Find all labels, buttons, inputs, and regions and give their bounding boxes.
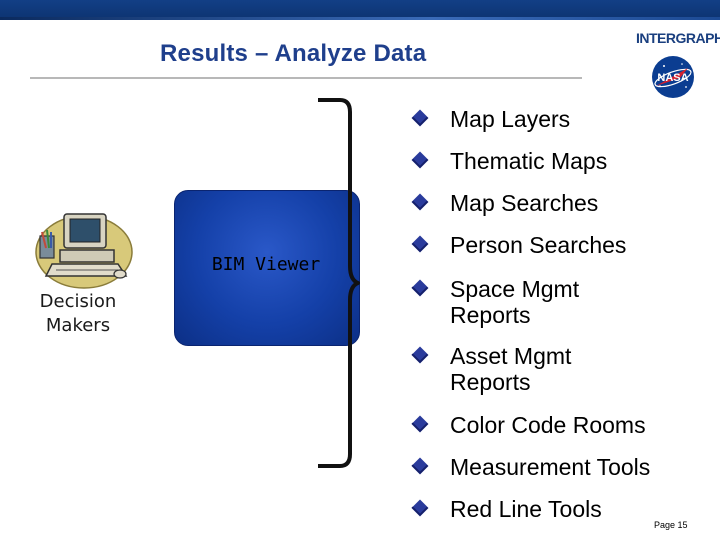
diamond-bullet-icon — [411, 457, 429, 475]
diamond-bullet-icon — [411, 279, 429, 297]
intergraph-logo: INTERGRAPH — [636, 30, 720, 46]
diamond-bullet-icon — [411, 415, 429, 433]
decision-makers-label: Decision Makers — [39, 291, 117, 336]
bim-viewer-label: BIM Viewer — [211, 254, 321, 275]
top-bar — [0, 0, 720, 20]
slide-title: Results – Analyze Data — [160, 40, 427, 67]
diamond-bullet-icon — [411, 193, 429, 211]
nasa-logo-icon: NASA — [652, 56, 694, 98]
computer-icon — [35, 213, 133, 289]
bim-viewer-box — [174, 190, 360, 346]
diamond-bullet-icon — [411, 235, 429, 253]
diamond-bullet-icon — [411, 499, 429, 517]
page-number: Page 15 — [654, 520, 688, 530]
diamond-bullet-icon — [411, 151, 429, 169]
diamond-bullet-icon — [411, 346, 429, 364]
nasa-logo-text: NASA — [657, 72, 688, 84]
title-divider — [30, 77, 582, 79]
curly-bracket — [318, 98, 360, 468]
diamond-bullet-icon — [411, 109, 429, 127]
